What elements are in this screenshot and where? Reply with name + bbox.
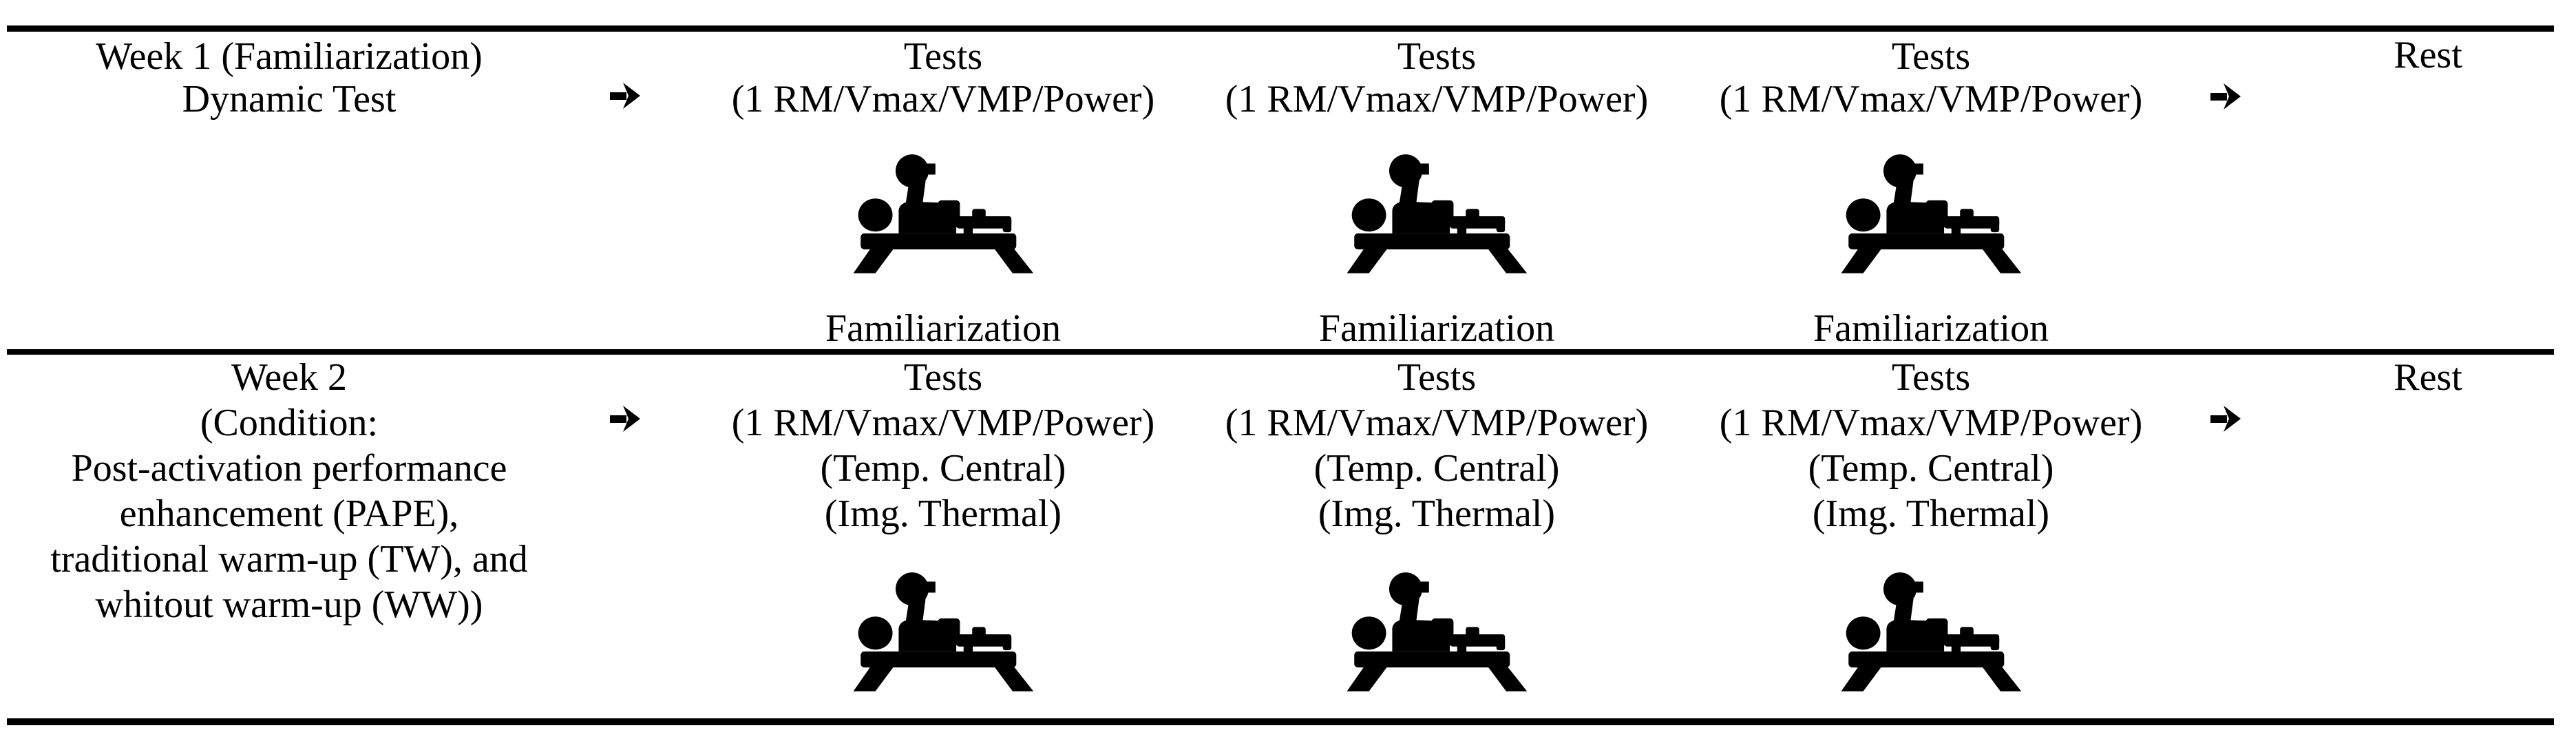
- session-detail: (1 RM/Vmax/VMP/Power): [1719, 402, 2143, 444]
- arrow-right-icon: [2210, 83, 2241, 110]
- table-top-border: [7, 25, 2554, 32]
- bench-press-icon: [1344, 154, 1528, 273]
- session-detail: (1 RM/Vmax/VMP/Power): [1225, 402, 1649, 444]
- week2-label-line: Week 2: [231, 356, 348, 399]
- session-detail: (1 RM/Vmax/VMP/Power): [731, 78, 1155, 121]
- bench-press-icon: [851, 154, 1035, 273]
- arrow-right-icon: [610, 82, 640, 110]
- session-title: Tests: [1397, 356, 1477, 399]
- bench-press-icon: [1839, 154, 2023, 273]
- week2-label-line: enhancement (PAPE),: [119, 492, 459, 535]
- familiarization-caption: Familiarization: [825, 307, 1062, 350]
- week2-label-line: traditional warm-up (TW), and: [50, 538, 528, 581]
- session-title: Tests: [1891, 356, 1971, 399]
- rest-label: Rest: [2394, 34, 2462, 76]
- session-detail: (1 RM/Vmax/VMP/Power): [1719, 78, 2143, 121]
- week1-label-line: Dynamic Test: [182, 78, 397, 121]
- session-title: Tests: [903, 356, 983, 399]
- session-detail: (Img. Thermal): [1318, 492, 1556, 535]
- table-row-divider: [7, 349, 2554, 355]
- session-detail: (Img. Thermal): [1812, 492, 2050, 535]
- arrow-right-icon: [2210, 405, 2241, 433]
- week2-label-line: whitout warm-up (WW)): [95, 583, 483, 626]
- bench-press-icon: [1839, 572, 2023, 691]
- session-detail: (Temp. Central): [1808, 447, 2054, 490]
- session-detail: (1 RM/Vmax/VMP/Power): [1225, 78, 1649, 121]
- familiarization-caption: Familiarization: [1318, 307, 1555, 350]
- session-title: Tests: [1397, 35, 1477, 78]
- week1-label-line: Week 1 (Familiarization): [96, 35, 483, 78]
- rest-label: Rest: [2394, 356, 2462, 399]
- session-detail: (1 RM/Vmax/VMP/Power): [731, 402, 1155, 444]
- session-detail: (Temp. Central): [820, 447, 1066, 490]
- week2-label-line: Post-activation performance: [71, 447, 507, 490]
- session-detail: (Img. Thermal): [824, 492, 1062, 535]
- session-title: Tests: [1891, 35, 1971, 78]
- table-bottom-border: [7, 718, 2554, 725]
- session-detail: (Temp. Central): [1313, 447, 1560, 490]
- bench-press-icon: [851, 572, 1035, 691]
- arrow-right-icon: [610, 405, 640, 433]
- bench-press-icon: [1344, 572, 1528, 691]
- familiarization-caption: Familiarization: [1813, 307, 2049, 350]
- session-title: Tests: [903, 35, 983, 78]
- week2-label-line: (Condition:: [200, 402, 379, 444]
